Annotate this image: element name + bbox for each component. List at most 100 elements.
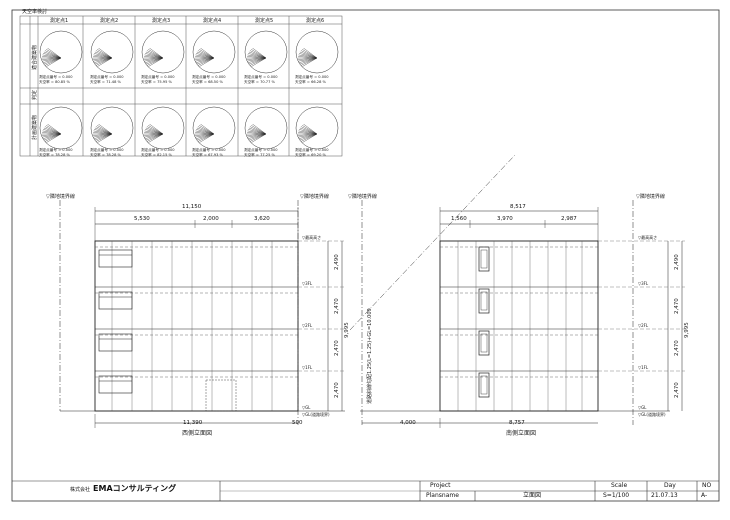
sky-dome-label: 天空率 = 70.77 % <box>244 80 275 84</box>
solar-col-6: 測定点6 <box>306 18 325 24</box>
plansname-value: 立面図 <box>523 492 542 499</box>
sky-dome <box>141 106 185 150</box>
solar-col-2: 測定点2 <box>100 18 119 24</box>
sky-dome <box>295 30 339 74</box>
sky-dome-label: 天空率 = 78.28 % <box>39 153 70 157</box>
sky-dome-projection <box>42 47 62 67</box>
project-label: Project <box>430 482 451 489</box>
solar-col-5: 測定点5 <box>255 18 274 24</box>
title-block <box>12 480 719 501</box>
sky-dome <box>192 106 236 150</box>
sky-dome-projection <box>247 47 267 67</box>
west-boundary-right: ▽隣地境界線 <box>300 194 329 200</box>
west-level-3: ▽2FL <box>302 323 313 328</box>
sky-dome <box>39 30 83 74</box>
south-span-3: 2,987 <box>561 216 577 222</box>
sky-dome-label: 天空率 = 77.25 % <box>244 153 275 157</box>
road-slant-line <box>349 154 516 331</box>
south-floor-h-1: 2,490 <box>674 254 680 270</box>
sky-dome <box>90 30 134 74</box>
west-floor-h-4: 2,470 <box>334 382 340 398</box>
company-prefix: 株式会社 <box>70 487 91 493</box>
south-building-outline <box>439 240 599 412</box>
sky-dome <box>39 106 83 150</box>
sky-dome-projection <box>298 123 318 143</box>
south-floor-h-2: 2,470 <box>674 298 680 314</box>
south-level-5: ▽GL <box>638 405 647 410</box>
west-level-1: ▽最高高さ <box>302 235 322 240</box>
south-boundary-right: ▽隣地境界線 <box>636 194 665 200</box>
day-value: 21.07.13 <box>651 492 678 499</box>
south-caption: 南側立面図 <box>506 430 537 437</box>
sky-dome-label: 天空率 = 69.20 % <box>295 153 326 157</box>
sky-dome-label: 天空率 = 68.50 % <box>192 80 223 84</box>
south-level-6: ▽GL(道路境界) <box>638 412 666 417</box>
sky-dome-projection <box>195 123 215 143</box>
no-label: NO <box>702 482 712 489</box>
south-span-1: 1,560 <box>451 216 467 222</box>
sky-dome <box>141 30 185 74</box>
west-overall-width: 11,150 <box>182 204 202 210</box>
solar-row-label-3: 計画建築物 <box>32 114 38 140</box>
sky-dome-projection <box>93 47 113 67</box>
south-span-2: 3,970 <box>497 216 513 222</box>
sky-dome-projection <box>144 47 164 67</box>
south-floor-h-3: 2,470 <box>674 340 680 356</box>
west-span-2: 2,000 <box>203 216 219 222</box>
sky-dome-label: 測定点番号 = 0.000 <box>141 75 175 79</box>
sky-dome-label: 天空率 = 75.95 % <box>141 80 172 84</box>
south-overall-width: 8,517 <box>510 204 526 210</box>
south-level-3: ▽2FL <box>638 323 649 328</box>
west-floor-h-1: 2,490 <box>334 254 340 270</box>
west-floor-h-3: 2,470 <box>334 340 340 356</box>
sky-dome-label: 測定点番号 = 0.000 <box>244 75 278 79</box>
sky-dome <box>90 106 134 150</box>
solar-row-label-1: 適合建築物 <box>32 44 38 70</box>
west-level-5: ▽GL <box>302 405 311 410</box>
south-total-height: 9,995 <box>684 322 690 338</box>
sky-dome-projection <box>144 123 164 143</box>
sky-dome-projection <box>247 123 267 143</box>
sky-dome-projection <box>195 47 215 67</box>
sky-dome-projection <box>93 123 113 143</box>
scale-value: S=1/100 <box>603 492 630 499</box>
solar-col-1: 測定点1 <box>50 18 69 24</box>
sky-dome-label: 天空率 = 82.15 % <box>141 153 172 157</box>
sky-dome-label: 測定点番号 = 0.000 <box>192 75 226 79</box>
solar-table-title: 天空率検討 <box>22 9 48 15</box>
sky-dome-label: 測定点番号 = 0.000 <box>295 148 329 152</box>
south-boundary-left: ▽隣地境界線 <box>348 194 377 200</box>
sky-dome-label: 測定点番号 = 0.000 <box>295 75 329 79</box>
south-level-1: ▽最高高さ <box>638 235 658 240</box>
sky-dome-label: 測定点番号 = 0.000 <box>39 148 73 152</box>
south-floor-h-4: 2,470 <box>674 382 680 398</box>
west-caption: 西側立面図 <box>182 430 213 437</box>
west-span-3: 3,620 <box>254 216 270 222</box>
west-elevation <box>59 200 345 428</box>
west-bottom-width: 11,390 <box>183 420 203 426</box>
west-span-1: 5,530 <box>134 216 150 222</box>
sky-dome-label: 天空率 = 67.93 % <box>192 153 223 157</box>
plansname-label: Plansname <box>426 492 459 499</box>
south-elevation <box>360 200 685 428</box>
sky-dome-label: 測定点番号 = 0.000 <box>244 148 278 152</box>
no-value: A- <box>701 492 708 499</box>
day-label: Day <box>664 482 676 489</box>
south-slant-label: 道路斜線勾配1.25(L=1.25)+GL=10.009 <box>367 308 373 404</box>
west-level-6: ▽GL(道路境界) <box>302 412 330 417</box>
sky-dome <box>192 30 236 74</box>
scale-label: Scale <box>611 482 628 489</box>
sky-dome-label: 測定点番号 = 0.000 <box>192 148 226 152</box>
sky-dome <box>244 30 288 74</box>
west-total-height: 9,995 <box>344 322 350 338</box>
west-bottom-offset: 500 <box>292 420 303 426</box>
solar-col-4: 測定点4 <box>203 18 222 24</box>
south-level-2: ▽3FL <box>638 281 649 286</box>
sky-dome-projection <box>42 123 62 143</box>
sky-dome-label: 天空率 = 66.28 % <box>295 80 326 84</box>
sky-dome-label: 天空率 = 71.48 % <box>90 80 121 84</box>
west-floor-h-2: 2,470 <box>334 298 340 314</box>
